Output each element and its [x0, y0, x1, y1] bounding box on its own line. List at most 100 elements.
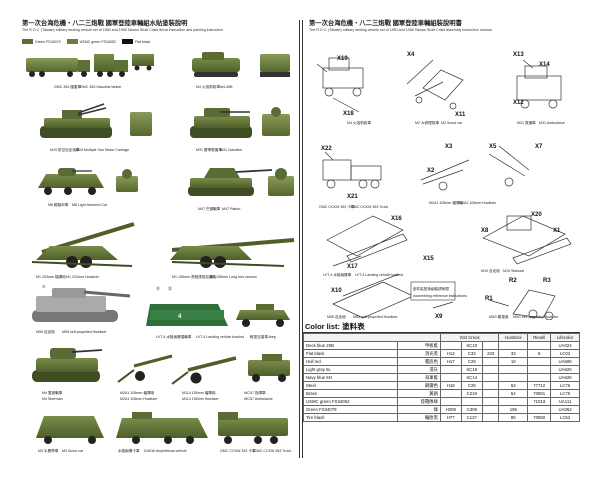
svg-text:Assembling reference instructi: Assembling reference instructions: [413, 294, 467, 298]
label-asm-gmc-en: GMC CCKW 353 Truck: [351, 205, 388, 209]
label-asm-gmc: GMC CCKW 353 卡車: [319, 204, 355, 209]
part-x15: X15: [423, 256, 434, 262]
decal-number-21: ㉑: [156, 285, 160, 291]
painting-instruction-page: 第一次台海危機・八二三炮戰 國軍登陸車輛組水貼塗裝說明 The R.O.C. (…: [22, 20, 300, 458]
m47-figure: [188, 168, 294, 196]
label-m114: M114 155mm 榴彈炮: [182, 390, 216, 395]
swatch-usmc-green: USMC green FS34052: [66, 39, 116, 44]
painting-subtitle: The R.O.C. (Taiwan) military landing veh…: [22, 28, 224, 32]
assembly-note-box: 部件粘貼後組裝請參閱 Assembling reference instruct…: [410, 281, 467, 301]
vehicle-painting-figures: GMC 353 艙載車 GMC 353 Gasoline tanker M4 火…: [26, 52, 295, 453]
label-m31-en: M31 Gasoline: [220, 148, 242, 152]
label-asm-m2a1-en: M2A1 105mm Howitzer: [459, 201, 497, 205]
label-asm-m19: M19 自走炮: [481, 268, 500, 273]
part-x11: X11: [455, 112, 466, 118]
label-asm-lvt4: LVT-4 水陸兩棲車: [323, 272, 352, 277]
label-m55-en: M55 self-propelled Howitzer: [62, 330, 107, 334]
label-m114-en: M114 155mm Howitzer: [182, 397, 219, 401]
jeep-figure: [236, 304, 290, 327]
label-m8: M8 輕裝甲車: [48, 202, 69, 207]
label-m1-155-en: M1 155mm Long tom cannon: [210, 275, 257, 279]
m2a1-figure: [117, 354, 173, 383]
m1-203-figure: [31, 222, 135, 268]
label-lvt4: LVT-4 水陸兩棲運輸車: [156, 334, 192, 339]
label-asm-m5g: M5G 龍捲風: [489, 314, 509, 319]
label-m3: M3 半履帶車: [38, 448, 59, 453]
label-m8-en: M8 Light Armored Car: [72, 203, 108, 207]
label-asm-m31-en: M31 Ambulance: [539, 121, 565, 125]
swatch-flat-black: Flat black: [121, 39, 150, 44]
header-name: [303, 333, 441, 342]
label-m1-155: M1 155mm 長程遠炮加農砲: [172, 274, 217, 279]
label-wc57: WC57 指揮車: [244, 390, 266, 395]
label-m31: M31 履帶救援車: [196, 147, 222, 152]
label-asm-m55-en: M55 self-propelled Howitzer: [353, 315, 398, 319]
part-x20: X20: [531, 212, 542, 218]
part-x17: X17: [347, 264, 358, 270]
m55-figure: [32, 288, 131, 322]
part-x19: X19: [337, 56, 348, 62]
m19-assembly-diagram: [482, 215, 572, 265]
m114-figure: [171, 356, 237, 385]
lvt4-assembly-diagram: [326, 215, 408, 267]
cckw-figure: [218, 412, 288, 444]
wc57-figure: [248, 354, 290, 382]
label-gmc: GMC 353 艙載車: [54, 84, 82, 89]
dukw-figure: [116, 412, 208, 444]
label-m55: M55 自走炮: [36, 329, 55, 334]
m2a1-assembly-diagram: [420, 145, 530, 191]
lvt4-figure: 4: [146, 304, 228, 326]
label-cckw-en: GMC CCKW 353 Truck: [254, 449, 291, 453]
m4-assembly-diagram: [316, 57, 364, 113]
part-x14-top: X14: [539, 62, 550, 68]
label-m2a1: M2A1 105mm 榴彈炮: [120, 390, 155, 395]
label-m2a1-en: M2A1 105mm Howitzer: [120, 397, 158, 401]
part-x9: X9: [435, 314, 443, 320]
label-m4-sherman-en: M4 Sherman: [42, 397, 63, 401]
part-r3: R3: [543, 278, 551, 284]
label-asm-m4: M4 火焰噴射車: [347, 120, 371, 125]
part-r2: R2: [509, 278, 517, 284]
part-x7: X7: [535, 144, 543, 150]
part-x10: X10: [331, 288, 342, 294]
m31-figure: [190, 107, 290, 138]
header-revell: Revell: [527, 333, 552, 342]
part-x12: X12: [513, 100, 524, 106]
label-m47-en: M47 Patton: [222, 207, 240, 211]
part-x16: X16: [391, 216, 402, 222]
label-m4-en: M4-45B: [220, 85, 233, 89]
color-table-header: GSI Creos Humbrol Revell Lifecolor: [303, 333, 580, 342]
m5g-assembly-diagram: [488, 289, 556, 320]
assembly-instruction-page: 第一次台海危機・八二三炮戰 國軍登陸車輛組裝說明書 The R.O.C. (Ta…: [302, 20, 580, 458]
part-x3: X3: [445, 144, 453, 150]
part-x8: X8: [481, 228, 489, 234]
label-jeep-en: Jeep: [268, 335, 276, 339]
label-wc57-en: WC57 Ambulance: [244, 397, 273, 401]
label-dukw-en: DUKW Amphibious vehicle: [144, 449, 187, 453]
part-x22: X22: [321, 146, 332, 152]
assembly-title: 第一次台海危機・八二三炮戰 國軍登陸車輛組裝說明書: [309, 20, 462, 27]
part-x13: X13: [513, 52, 524, 58]
color-list-title: Color list: 塗料表: [303, 321, 580, 333]
label-asm-m55: M55 自走炮: [327, 314, 346, 319]
svg-text:4: 4: [178, 314, 182, 320]
part-x18: X18: [343, 111, 354, 117]
part-r1: R1: [485, 296, 493, 302]
m4-sherman-figure: [32, 348, 103, 382]
header-lifecolor: Lifecolor: [550, 333, 580, 342]
assembly-diagrams: 部件粘貼後組裝請參閱 Assembling reference instruct…: [316, 52, 572, 320]
m19-figure: [40, 103, 152, 138]
label-jeep: 輕型吉普車: [250, 334, 268, 339]
label-m4-sherman: M4 雪曼戰車: [42, 390, 63, 395]
part-x1: X1: [553, 228, 561, 234]
part-x21: X21: [347, 194, 358, 200]
label-asm-m31: M31 救援車: [517, 120, 536, 125]
